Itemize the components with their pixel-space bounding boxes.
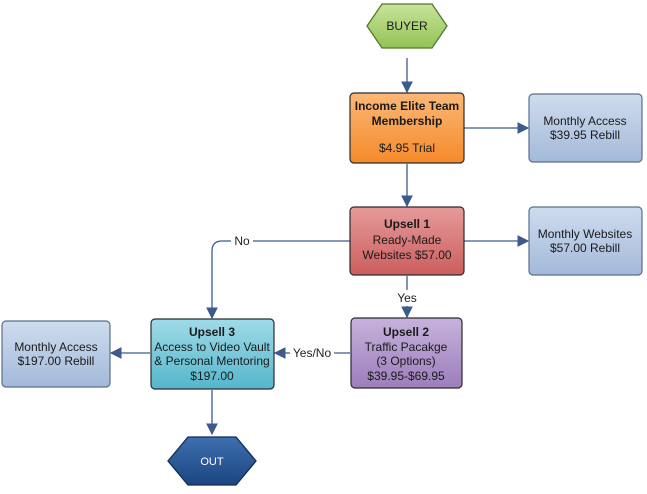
- membership-node[interactable]: Income Elite Team Membership $4.95 Trial: [349, 92, 465, 164]
- membership-title-line1: Income Elite Team: [355, 99, 459, 113]
- upsell2-title: Upsell 2: [383, 325, 429, 339]
- monthly-access-rebill-node[interactable]: Monthly Access $39.95 Rebill: [528, 93, 643, 163]
- monthly-access-197-price: $197.00 Rebill: [18, 354, 95, 368]
- monthly-access-197-node[interactable]: Monthly Access $197.00 Rebill: [1, 320, 111, 388]
- upsell1-line1: Ready-Made: [373, 233, 442, 247]
- monthly-websites-node[interactable]: Monthly Websites $57.00 Rebill: [528, 206, 643, 276]
- edge-label-yes: Yes: [397, 291, 417, 305]
- upsell2-line3: $39.95-$69.95: [367, 369, 445, 383]
- upsell3-node[interactable]: Upsell 3 Access to Video Vault & Persona…: [150, 318, 275, 390]
- monthly-access-label: Monthly Access: [543, 114, 626, 128]
- upsell3-line2: & Personal Mentoring: [154, 354, 269, 368]
- buyer-label: BUYER: [386, 19, 428, 33]
- upsell2-line2: (3 Options): [376, 354, 435, 368]
- monthly-websites-price: $57.00 Rebill: [550, 241, 620, 255]
- monthly-access-price: $39.95 Rebill: [550, 128, 620, 142]
- monthly-websites-label: Monthly Websites: [538, 227, 632, 241]
- upsell2-node[interactable]: Upsell 2 Traffic Pacakge (3 Options) $39…: [350, 317, 463, 389]
- edge-label-yes-no: Yes/No: [293, 346, 332, 360]
- edge-upsell1-upsell3: [206, 240, 350, 320]
- upsell3-line1: Access to Video Vault: [154, 340, 270, 354]
- upsell3-title: Upsell 3: [189, 325, 235, 339]
- out-label: OUT: [200, 456, 224, 468]
- edge-label-no: No: [234, 234, 250, 248]
- upsell2-line1: Traffic Pacakge: [365, 340, 448, 354]
- upsell1-title: Upsell 1: [384, 217, 430, 231]
- membership-title-line2: Membership: [372, 114, 443, 128]
- buyer-node[interactable]: BUYER: [366, 3, 448, 49]
- upsell1-node[interactable]: Upsell 1 Ready-Made Websites $57.00: [349, 206, 465, 276]
- membership-price: $4.95 Trial: [379, 141, 435, 155]
- monthly-access-197-label: Monthly Access: [14, 340, 97, 354]
- edge-labels: No Yes Yes/No: [231, 233, 421, 361]
- out-node[interactable]: OUT: [167, 436, 257, 486]
- upsell1-line2: Websites $57.00: [362, 248, 451, 262]
- upsell3-line3: $197.00: [190, 369, 234, 383]
